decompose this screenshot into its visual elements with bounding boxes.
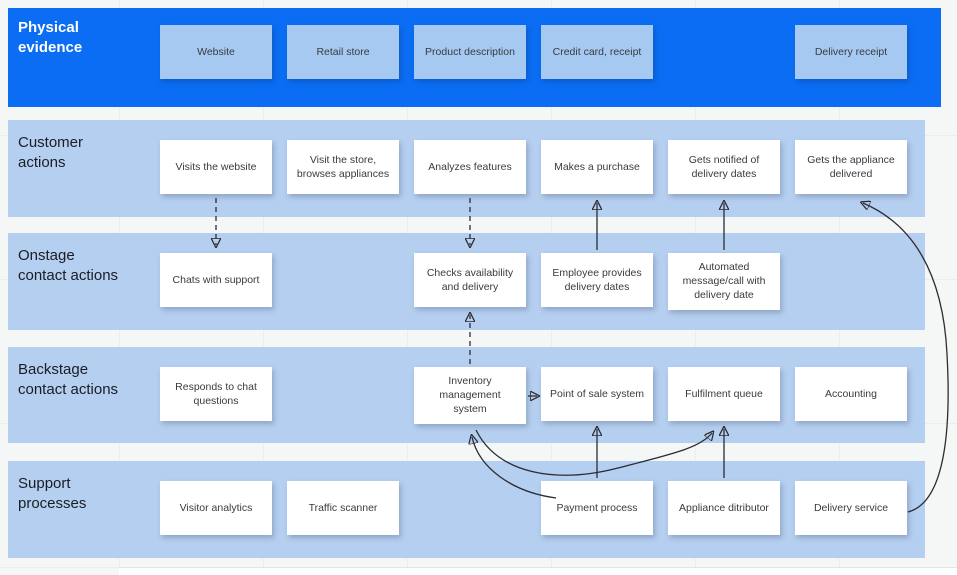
note-text: Point of sale system	[550, 387, 644, 400]
note-text: Credit card, receipt	[552, 45, 642, 58]
note-text: Website	[197, 45, 235, 58]
note-retail-store[interactable]: Retail store	[287, 25, 399, 79]
note-accounting[interactable]: Accounting	[795, 367, 907, 421]
lane-backstage-contact-actions[interactable]: Backstage contact actions Responds to ch…	[8, 347, 925, 443]
lane-customer-actions[interactable]: Customer actions Visits the website Visi…	[8, 120, 925, 217]
note-inventory-management-system[interactable]: Inventory management system	[414, 367, 526, 424]
note-fulfilment-queue[interactable]: Fulfilment queue	[668, 367, 780, 421]
note-text: Chats with support	[172, 273, 260, 286]
note-appliance-distributor[interactable]: Appliance ditributor	[668, 481, 780, 535]
note-text: Visit the store, browses appliances	[296, 153, 390, 180]
note-text: Makes a purchase	[554, 160, 640, 173]
lane-label-backstage-contact-actions: Backstage contact actions	[18, 361, 119, 399]
note-text: Inventory management system	[439, 375, 501, 416]
note-text: Appliance ditributor	[679, 501, 769, 514]
note-text: Automated message/call with delivery dat…	[682, 261, 766, 302]
note-text: Product description	[425, 45, 515, 58]
note-text: Accounting	[825, 387, 877, 400]
note-text: Traffic scanner	[308, 501, 378, 514]
note-point-of-sale-system[interactable]: Point of sale system	[541, 367, 653, 421]
note-text: Retail store	[316, 45, 370, 58]
note-visitor-analytics[interactable]: Visitor analytics	[160, 481, 272, 535]
note-text: Visitor analytics	[179, 501, 253, 514]
note-text: Analyzes features	[428, 160, 512, 173]
note-automated-message-call[interactable]: Automated message/call with delivery dat…	[668, 253, 780, 310]
note-credit-card-receipt[interactable]: Credit card, receipt	[541, 25, 653, 79]
note-visits-the-website[interactable]: Visits the website	[160, 140, 272, 194]
note-delivery-receipt[interactable]: Delivery receipt	[795, 25, 907, 79]
lane-label-customer-actions: Customer actions	[18, 134, 84, 172]
note-gets-notified-delivery-dates[interactable]: Gets notified of delivery dates	[668, 140, 780, 194]
note-text: Payment process	[556, 501, 638, 514]
note-text: Employee provides delivery dates	[552, 266, 642, 293]
note-employee-provides-dates[interactable]: Employee provides delivery dates	[541, 253, 653, 307]
lane-onstage-contact-actions[interactable]: Onstage contact actions Chats with suppo…	[8, 233, 925, 330]
note-text: Gets notified of delivery dates	[688, 153, 760, 180]
note-responds-to-chat[interactable]: Responds to chat questions	[160, 367, 272, 421]
note-text: Responds to chat questions	[175, 380, 257, 407]
note-traffic-scanner[interactable]: Traffic scanner	[287, 481, 399, 535]
note-text: Visits the website	[175, 160, 257, 173]
note-checks-availability[interactable]: Checks availability and delivery	[414, 253, 526, 307]
note-text: Fulfilment queue	[685, 387, 763, 400]
lane-support-processes[interactable]: Support processes Visitor analytics Traf…	[8, 461, 925, 558]
note-makes-a-purchase[interactable]: Makes a purchase	[541, 140, 653, 194]
note-payment-process[interactable]: Payment process	[541, 481, 653, 535]
note-text: Delivery service	[813, 501, 889, 514]
note-website[interactable]: Website	[160, 25, 272, 79]
note-visit-the-store[interactable]: Visit the store, browses appliances	[287, 140, 399, 194]
adjacent-frame-edge	[119, 567, 957, 575]
note-product-description[interactable]: Product description	[414, 25, 526, 79]
note-gets-appliance-delivered[interactable]: Gets the appliance delivered	[795, 140, 907, 194]
note-text: Delivery receipt	[814, 45, 888, 58]
note-delivery-service[interactable]: Delivery service	[795, 481, 907, 535]
lane-physical-evidence[interactable]: Physical evidence Website Retail store P…	[8, 8, 941, 107]
note-chats-with-support[interactable]: Chats with support	[160, 253, 272, 307]
note-text: Checks availability and delivery	[426, 266, 514, 293]
lane-label-support-processes: Support processes	[18, 475, 87, 513]
note-analyzes-features[interactable]: Analyzes features	[414, 140, 526, 194]
lane-label-onstage-contact-actions: Onstage contact actions	[18, 247, 119, 285]
lane-label-physical-evidence: Physical evidence	[18, 19, 83, 57]
note-text: Gets the appliance delivered	[807, 153, 895, 180]
